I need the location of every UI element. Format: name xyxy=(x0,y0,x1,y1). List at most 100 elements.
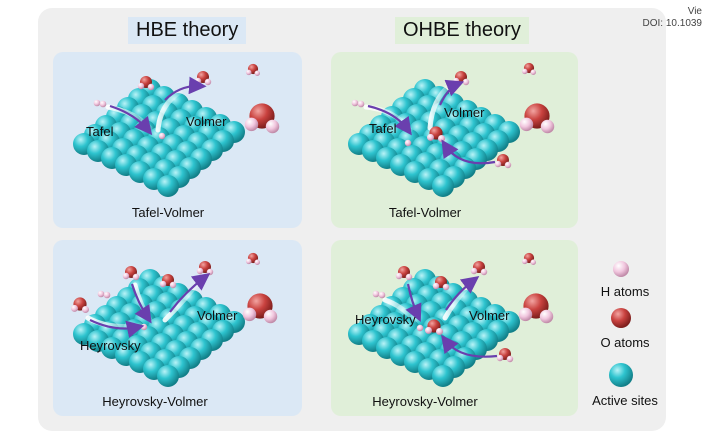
hydrogen-atom xyxy=(378,291,386,299)
hydrogen-atom xyxy=(244,117,259,132)
hydrogen-atom xyxy=(437,134,446,143)
hydrogen-atom xyxy=(159,280,167,288)
h2-molecule xyxy=(351,99,365,108)
hydrogen-atom xyxy=(263,309,278,324)
heyrovsky-arrow-hbe xyxy=(89,319,145,338)
hydrogen-atom xyxy=(416,324,424,332)
water-molecule xyxy=(518,293,554,324)
hydrogen-atom xyxy=(494,160,502,168)
water-molecule xyxy=(522,252,536,265)
water-molecule xyxy=(452,71,470,86)
hydrogen-atom xyxy=(81,305,90,314)
caption-hbe-heyrovsky: Heyrovsky-Volmer xyxy=(102,394,208,409)
hydrogen-atom xyxy=(496,354,504,362)
hydrogen-atom xyxy=(424,326,433,334)
h2-molecule xyxy=(372,290,386,299)
water-molecule xyxy=(494,154,512,169)
active-site xyxy=(432,365,454,387)
water-molecule xyxy=(496,348,514,363)
h2-molecule xyxy=(97,290,111,299)
tafel-arrow-ohbe xyxy=(367,104,412,136)
ohbe-title: OHBE theory xyxy=(395,17,529,44)
water-molecule xyxy=(424,319,444,336)
water-molecule xyxy=(70,297,90,314)
hydrogen-atom xyxy=(169,281,177,289)
doi-line1: Vie xyxy=(687,6,702,17)
hydrogen-atom xyxy=(452,77,460,85)
hydrogen-atom xyxy=(254,259,260,265)
hydrogen-atom xyxy=(196,267,204,275)
label-heyrovsky-ohbe: Heyrovsky xyxy=(355,312,416,327)
water-molecule xyxy=(137,76,155,91)
caption-ohbe-tafel: Tafel-Volmer xyxy=(388,205,462,220)
active-site xyxy=(157,175,179,197)
hydrogen-atom xyxy=(132,273,140,281)
heyrovsky-in-arrow-hbe xyxy=(130,283,152,324)
volmer-arrow-hbe-2 xyxy=(169,273,211,313)
label-tafel-ohbe: Tafel xyxy=(369,121,397,136)
legend-site-icon xyxy=(609,363,633,387)
hydrogen-atom xyxy=(442,283,450,291)
label-tafel-hbe: Tafel xyxy=(86,124,114,139)
hydrogen-atom xyxy=(246,69,252,76)
hydrogen-atom xyxy=(395,272,403,280)
slab-hbe-heyrovsky xyxy=(73,269,245,387)
hydrogen-atom xyxy=(147,83,155,91)
hydrogen-atom xyxy=(540,119,555,134)
volmer-return-arrow-ohbe-2 xyxy=(441,334,498,358)
slab-hbe-tafel xyxy=(73,79,245,197)
hydrogen-atom xyxy=(137,82,145,90)
hydrogen-atom xyxy=(519,117,534,132)
slab-ohbe-heyrovsky xyxy=(348,269,520,387)
water-molecule xyxy=(244,103,280,134)
hydrogen-atom xyxy=(435,327,444,336)
water-molecule xyxy=(395,266,413,281)
caption-ohbe-heyrovsky: Heyrovsky-Volmer xyxy=(372,394,478,409)
water-molecule xyxy=(470,261,488,276)
legend-h-icon xyxy=(613,261,629,277)
hydrogen-atom xyxy=(246,258,252,265)
hydrogen-atom xyxy=(158,132,166,140)
hydrogen-atom xyxy=(206,268,214,276)
reaction-path xyxy=(155,89,183,133)
hydrogen-atom xyxy=(99,100,107,108)
volmer-arrow-hbe xyxy=(164,76,207,101)
hydrogen-atom xyxy=(432,282,440,290)
label-heyrovsky-hbe: Heyrovsky xyxy=(80,338,141,353)
h2-molecule xyxy=(93,99,107,108)
hydrogen-atom xyxy=(530,69,536,75)
hydrogen-atom xyxy=(204,78,212,86)
hydrogen-atom xyxy=(93,99,101,107)
hydrogen-atom xyxy=(518,307,533,322)
water-molecule xyxy=(122,266,140,281)
hydrogen-atom xyxy=(254,70,260,76)
hydrogen-atom xyxy=(194,77,202,85)
doi-text: Vie DOI: 10.1039 xyxy=(643,6,702,30)
hydrogen-atom xyxy=(351,99,359,107)
volmer-return-arrow-ohbe xyxy=(441,139,496,165)
hydrogen-atom xyxy=(405,273,413,281)
hydrogen-atom xyxy=(530,259,536,265)
legend-site-label: Active sites xyxy=(592,393,658,408)
tafel-arrow-hbe xyxy=(109,104,153,136)
hydrogen-atom xyxy=(122,272,130,280)
hydrogen-atom xyxy=(97,290,105,298)
water-molecule xyxy=(246,252,260,265)
water-molecule xyxy=(522,62,536,75)
hydrogen-atom xyxy=(242,307,257,322)
hydrogen-atom xyxy=(265,119,280,134)
hydrogen-atom xyxy=(140,323,148,331)
hydrogen-atom xyxy=(470,267,478,275)
hydrogen-atom xyxy=(480,268,488,276)
hydrogen-atom xyxy=(70,304,79,312)
legend-h-label: H atoms xyxy=(600,284,650,299)
hydrogen-atom xyxy=(462,78,470,86)
hydrogen-atom xyxy=(539,309,554,324)
hbe-title: HBE theory xyxy=(128,17,247,44)
hydrogen-atom xyxy=(372,290,380,298)
doi-line2: DOI: 10.1039 xyxy=(642,18,702,29)
water-molecule xyxy=(196,261,214,276)
active-site xyxy=(432,175,454,197)
hydrogen-atom xyxy=(522,68,528,75)
